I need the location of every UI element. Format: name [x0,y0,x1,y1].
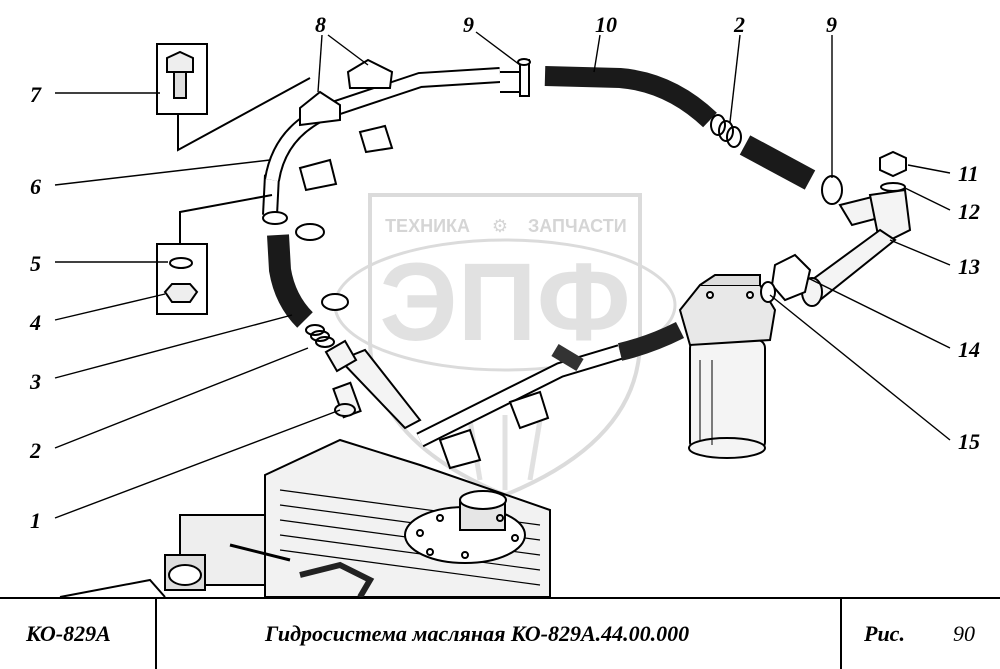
callouts: 1 2 3 4 5 6 7 8 9 10 2 9 11 12 13 14 15 [29,12,980,533]
elbow-fitting [801,188,912,307]
tee-fitting [324,339,422,430]
inset-nut-washer [156,194,273,315]
callout-9-right: 9 [826,12,837,37]
pin [517,58,531,97]
model-code-cell: КО-829А [0,599,157,669]
callout-4: 4 [29,310,41,335]
tank-cap [404,490,526,564]
title-block: КО-829А Гидросистема масляная КО-829А.44… [0,597,1000,669]
watermark-text-right: ЗАПЧАСТИ [528,216,627,236]
callout-2-top: 2 [733,12,745,37]
inset-bolt [156,43,311,152]
callout-5: 5 [30,251,41,276]
drawing-title-cell: Гидросистема масляная КО-829А.44.00.000 [157,599,842,669]
callout-11: 11 [958,161,979,186]
figure-number: 90 [952,621,975,646]
watermark: ТЕХНИКА ⚙ ЗАПЧАСТИ ЭПФ [333,193,677,498]
callout-1: 1 [30,508,41,533]
watermark-logo: ЭПФ [379,241,630,364]
spring-right [710,114,742,148]
callout-3: 3 [29,369,41,394]
drawing-title: Гидросистема масляная КО-829А.44.00.000 [265,621,690,646]
pipe-upper [264,67,521,182]
spring-left [305,324,335,348]
callout-14: 14 [958,337,980,362]
watermark-text-left: ТЕХНИКА [385,216,470,236]
nut-and-ring [760,253,812,303]
callout-10: 10 [595,12,617,37]
oil-filter [678,274,777,459]
hose-left [262,174,349,348]
pipe-clamp [438,390,550,470]
leader-lines [54,31,951,519]
callout-15: 15 [958,429,980,454]
hydraulic-tank-assembly [59,438,551,599]
callout-8: 8 [315,12,326,37]
figure-number-cell: Рис. 90 [842,599,1000,669]
model-code: КО-829А [26,621,111,646]
callout-7: 7 [30,82,42,107]
callout-6: 6 [30,174,41,199]
callout-13: 13 [958,254,980,279]
pipe-clamps-8 [298,58,394,192]
plug-cap [879,150,907,192]
callout-2-left: 2 [29,438,41,463]
figure-label: Рис. [864,621,905,646]
callout-9-left: 9 [463,12,474,37]
hose-right [544,66,843,205]
hose-clamp-right [821,175,843,205]
return-pipe [416,321,685,470]
gear-icon: ⚙ [492,216,508,236]
valve-block [59,514,375,599]
callout-12: 12 [958,199,980,224]
hose-clamp-left [295,223,349,311]
